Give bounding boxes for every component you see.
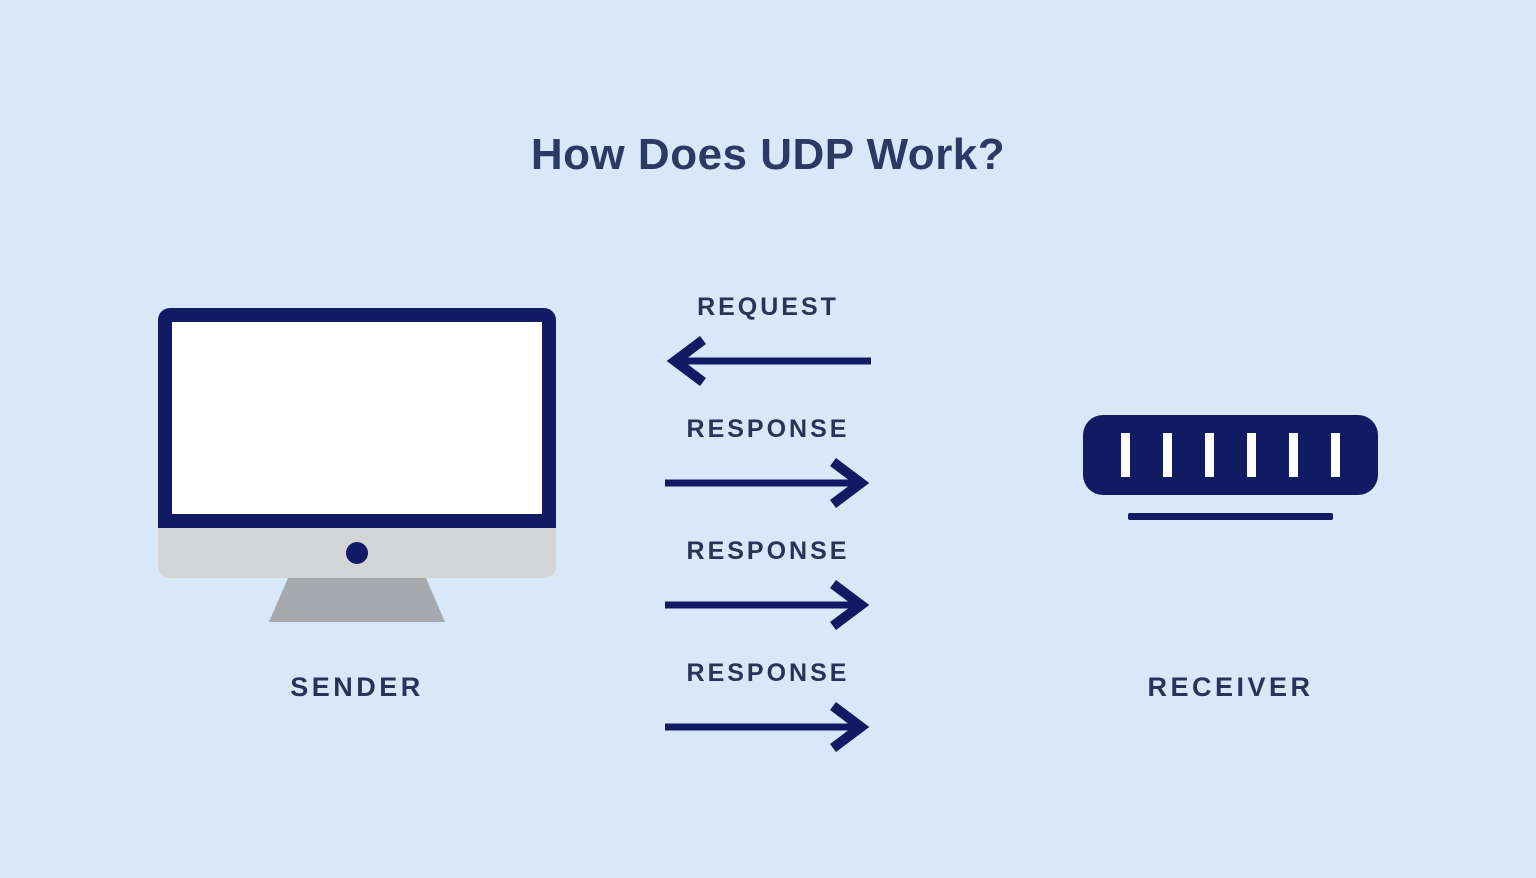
monitor-screen-area <box>172 322 542 514</box>
arrow-right-icon <box>665 580 870 630</box>
response-label: RESPONSE <box>686 415 850 443</box>
response-label: RESPONSE <box>686 659 850 687</box>
message-response-3: RESPONSE <box>663 658 873 752</box>
server-body <box>1083 415 1378 495</box>
response-label: RESPONSE <box>686 537 850 565</box>
request-label: REQUEST <box>697 293 839 321</box>
monitor-camera-dot <box>346 542 368 564</box>
message-flow: REQUEST RESPONSE RESPONSE RESPONSE <box>663 292 873 752</box>
arrow-right-icon <box>665 458 870 508</box>
server-slot <box>1205 433 1214 477</box>
message-response-2: RESPONSE <box>663 536 873 630</box>
message-request: REQUEST <box>663 292 873 386</box>
receiver-label: RECEIVER <box>1147 672 1314 702</box>
server-base-line <box>1128 513 1333 520</box>
server-slot <box>1331 433 1340 477</box>
arrow-right-icon <box>665 702 870 752</box>
server-slot <box>1163 433 1172 477</box>
monitor-icon <box>158 308 556 622</box>
monitor-chin <box>158 528 556 578</box>
server-slot <box>1289 433 1298 477</box>
monitor-stand <box>269 578 445 622</box>
arrow-left-icon <box>666 336 871 386</box>
page-title: How Does UDP Work? <box>530 130 1006 179</box>
server-slot <box>1247 433 1256 477</box>
server-slot <box>1121 433 1130 477</box>
message-response-1: RESPONSE <box>663 414 873 508</box>
sender-label: SENDER <box>290 672 424 702</box>
server-icon <box>1083 415 1378 520</box>
monitor-frame <box>158 308 556 528</box>
